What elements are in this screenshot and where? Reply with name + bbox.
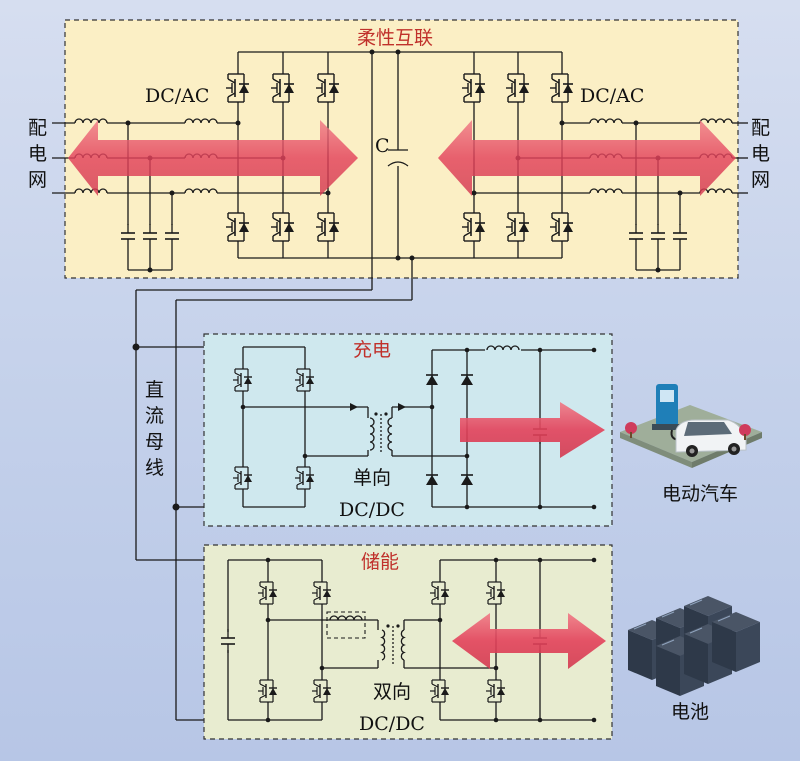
grid-left-char-3: 网 [28, 169, 47, 191]
dc-bus-char-4: 线 [145, 457, 164, 479]
dc-bus-char-1: 直 [145, 379, 164, 401]
storage-power-arrow [452, 613, 606, 669]
dc-bus-char-3: 母 [145, 431, 164, 453]
battery-label: 电池 [671, 701, 709, 723]
grid-left-char-2: 电 [28, 143, 47, 165]
converter-right-label: DC/AC [580, 85, 644, 107]
charging-panel: 充电 [203, 333, 613, 527]
battery-cell [712, 612, 760, 672]
battery-pack-illustration [628, 596, 760, 696]
resonant-tank-box [326, 611, 366, 639]
power-flow-arrow-right [438, 120, 736, 196]
grid-right-char-1: 配 [751, 117, 770, 139]
grid-right-char-3: 网 [751, 169, 770, 191]
charging-converter-type: 单向 [353, 467, 391, 489]
storage-converter-label: DC/DC [359, 713, 425, 735]
charging-title: 充电 [353, 339, 391, 361]
power-flow-arrow-left [68, 120, 358, 196]
charging-converter-label: DC/DC [339, 499, 405, 521]
dc-bus-label: 直 流 母 线 [145, 379, 164, 479]
grid-left-char-1: 配 [28, 117, 47, 139]
storage-title: 储能 [361, 551, 399, 573]
ev-charging-station-illustration [620, 384, 762, 468]
flexible-interconnect-title: 柔性互联 [357, 27, 433, 49]
capacitor-label: C [375, 135, 390, 157]
storage-converter-type: 双向 [373, 681, 411, 703]
converter-left-label: DC/AC [145, 85, 209, 107]
charging-power-arrow [460, 402, 605, 458]
flexible-interconnect-panel: 柔性互联 DC/AC DC/AC C 配 电 网 配 电 网 [28, 19, 770, 300]
storage-panel: 储能 [203, 544, 613, 740]
ev-label: 电动汽车 [662, 483, 738, 505]
grid-right-char-2: 电 [751, 143, 770, 165]
dc-link-wiring [371, 51, 465, 300]
dc-bus-char-2: 流 [145, 405, 164, 427]
